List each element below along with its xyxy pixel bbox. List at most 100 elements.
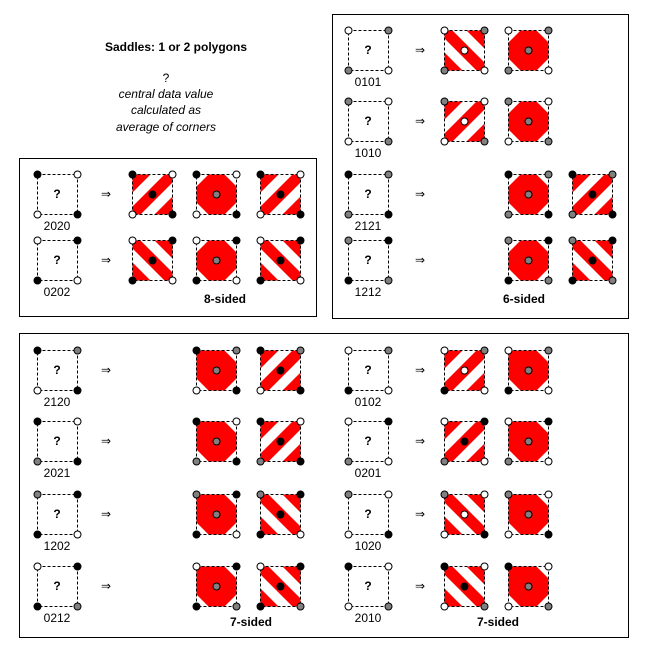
input-cell-0102: ?0102: [344, 346, 393, 409]
stripe-corner-top-right: [282, 240, 301, 259]
result-cell-box: [508, 101, 549, 142]
corner-dot-top-right: [384, 97, 393, 106]
stripe-corner-bottom-left: [132, 262, 151, 281]
corner-dot-top-left: [344, 490, 353, 499]
stripe-corner-bottom-right: [154, 196, 173, 215]
corner-dot-top-left: [128, 170, 137, 179]
stripe-corner-bottom-right: [594, 196, 613, 215]
corner-dot-top-left: [256, 417, 265, 426]
corner-dot-top-right: [296, 346, 305, 355]
stripe-corner-top-left: [444, 101, 463, 120]
corner-dot-top-right: [73, 490, 82, 499]
corner-dot-top-left: [344, 417, 353, 426]
corner-dot-top-left: [33, 490, 42, 499]
corner-dot-bottom-right: [232, 386, 241, 395]
corner-dot-bottom-left: [344, 66, 353, 75]
corner-dot-top-right: [296, 562, 305, 571]
corner-dot-bottom-left: [440, 386, 449, 395]
corner-dot-bottom-left: [440, 137, 449, 146]
corner-dot-top-left: [33, 236, 42, 245]
input-cell-2120: ?2120: [33, 346, 82, 409]
input-cell-box: [348, 350, 389, 391]
corner-dot-bottom-left: [128, 276, 137, 285]
corner-dot-bottom-left: [440, 530, 449, 539]
corner-dot-top-right: [544, 170, 553, 179]
corner-dot-bottom-right: [480, 66, 489, 75]
result-cell-heptagon: [192, 417, 241, 466]
stripe-corner-top-right: [282, 494, 301, 513]
corner-dot-bottom-right: [544, 66, 553, 75]
corner-dot-bottom-left: [33, 210, 42, 219]
corner-dot-bottom-left: [344, 210, 353, 219]
corner-dot-top-left: [344, 346, 353, 355]
input-cell-0212: ?0212: [33, 562, 82, 625]
corner-dot-bottom-left: [256, 457, 265, 466]
center-dot: [276, 366, 285, 375]
center-dot: [460, 117, 469, 126]
corner-dot-bottom-left: [128, 210, 137, 219]
corner-dot-bottom-left: [504, 137, 513, 146]
corner-dot-bottom-right: [544, 210, 553, 219]
center-dot: [460, 510, 469, 519]
corner-dot-bottom-right: [232, 276, 241, 285]
corner-dot-top-right: [544, 562, 553, 571]
result-cell-box: [196, 421, 237, 462]
stripe-corner-bottom-right: [466, 372, 485, 391]
corner-dot-top-right: [480, 97, 489, 106]
stripe-corner-top-right: [282, 566, 301, 585]
corner-dot-top-left: [504, 26, 513, 35]
corner-dot-bottom-left: [568, 210, 577, 219]
arrow-symbol: ⇒: [101, 434, 111, 448]
panel-bottom: [19, 333, 629, 638]
input-cell-0101: ?0101: [344, 26, 393, 89]
stripe-corner-bottom-left: [260, 588, 279, 607]
result-cell-octagon: [192, 170, 241, 219]
corner-dot-top-right: [544, 236, 553, 245]
input-cell-0201: ?0201: [344, 417, 393, 480]
result-cell-box: [508, 421, 549, 462]
corner-dot-top-left: [256, 170, 265, 179]
input-cell-1010: ?1010: [344, 97, 393, 160]
corner-dot-bottom-left: [256, 530, 265, 539]
center-dot: [212, 510, 221, 519]
corner-dot-bottom-left: [504, 66, 513, 75]
corner-dot-bottom-right: [296, 210, 305, 219]
arrow-symbol: ⇒: [101, 507, 111, 521]
corner-dot-bottom-left: [344, 602, 353, 611]
result-cell-box: [444, 101, 485, 142]
result-cell-diag-tl-br: [440, 26, 489, 75]
corner-dot-top-right: [232, 346, 241, 355]
corner-dot-top-left: [256, 346, 265, 355]
corner-dot-bottom-left: [256, 210, 265, 219]
corner-dot-bottom-right: [384, 602, 393, 611]
corner-dot-top-left: [344, 236, 353, 245]
arrow-symbol: ⇒: [415, 434, 425, 448]
corner-dot-top-left: [568, 236, 577, 245]
corner-dot-bottom-left: [192, 386, 201, 395]
corner-dot-bottom-left: [568, 276, 577, 285]
corner-dot-top-left: [440, 562, 449, 571]
corner-dot-bottom-right: [73, 530, 82, 539]
corner-dot-bottom-right: [73, 602, 82, 611]
arrow-symbol: ⇒: [415, 579, 425, 593]
corner-dot-bottom-right: [296, 457, 305, 466]
corner-dot-top-left: [192, 417, 201, 426]
panel-top-left: [19, 158, 317, 317]
result-cell-diag-bl-tr: [568, 170, 617, 219]
result-cell-diag-tl-br: [256, 490, 305, 539]
arrow-symbol: ⇒: [415, 114, 425, 128]
result-cell-diag-bl-tr: [256, 346, 305, 395]
input-cell-box: [37, 494, 78, 535]
corner-dot-bottom-left: [33, 602, 42, 611]
corner-dot-top-left: [344, 562, 353, 571]
stripe-corner-bottom-right: [466, 443, 485, 462]
corner-dot-bottom-right: [296, 602, 305, 611]
arrow-symbol: ⇒: [415, 187, 425, 201]
stripe-corner-top-left: [572, 174, 591, 193]
center-dot: [524, 256, 533, 265]
input-cell-box: [348, 421, 389, 462]
center-dot: [524, 190, 533, 199]
stripe-corner-top-left: [444, 421, 463, 440]
cell-question-mark: ?: [364, 363, 371, 377]
corner-dot-top-right: [384, 417, 393, 426]
